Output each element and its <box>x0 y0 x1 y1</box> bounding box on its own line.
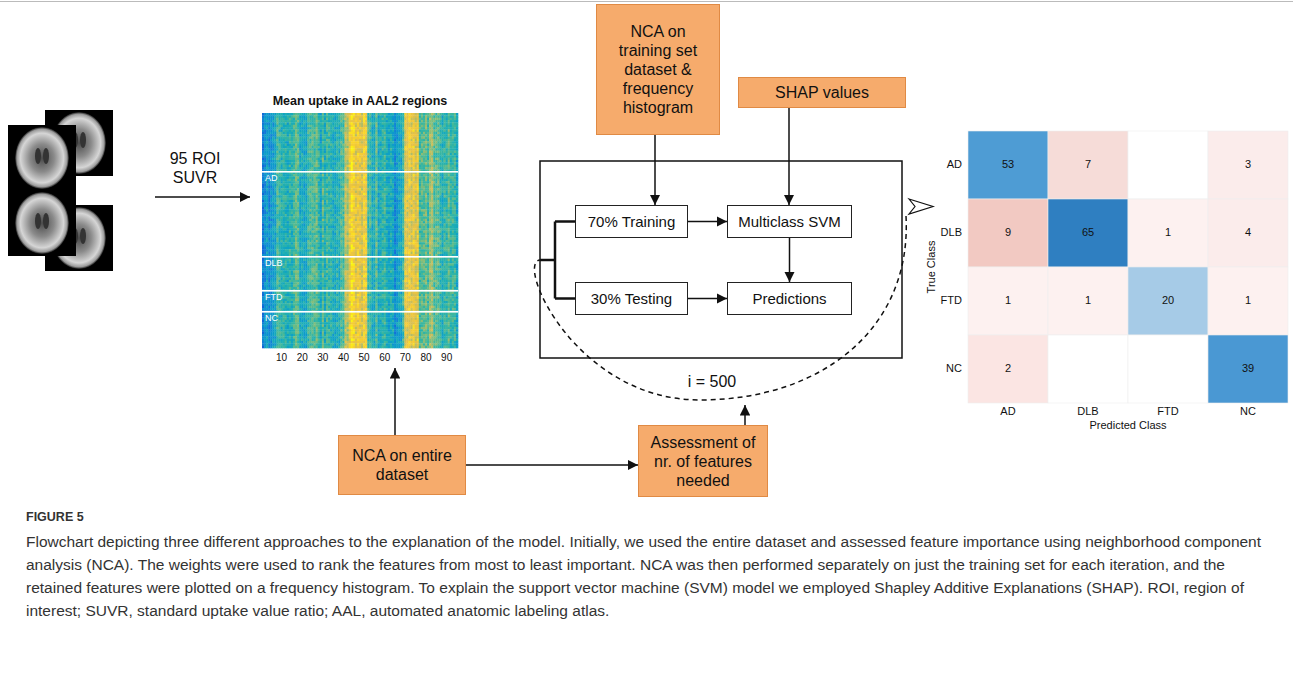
figure-stage: Mean uptake in AAL2 regionsNCA on traini… <box>0 0 1293 680</box>
